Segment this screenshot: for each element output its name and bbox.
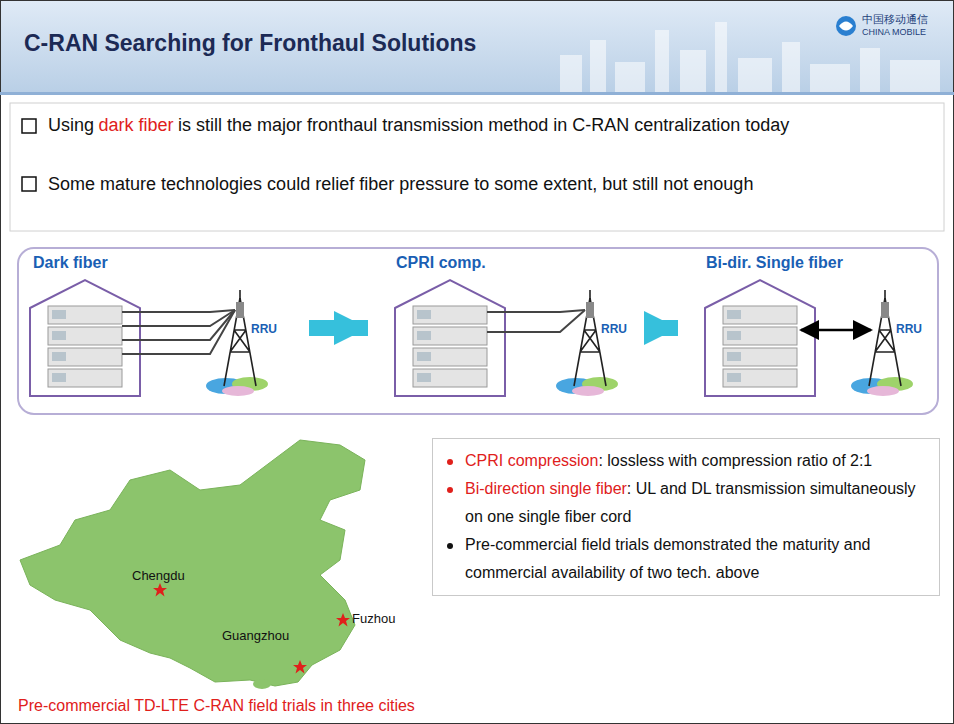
coverage-cell xyxy=(222,386,254,396)
bbu-unit xyxy=(723,306,797,324)
fiber-line xyxy=(487,310,585,332)
bullet-paragraph: Usingdark fiberis still the major fronth… xyxy=(48,111,928,140)
bbu-port xyxy=(52,310,66,319)
bbu-unit xyxy=(723,327,797,345)
bullet-text: Pre-commercial field trials demonstrated… xyxy=(465,536,871,581)
bbu-port xyxy=(417,373,431,382)
logo-text: CHINA MOBILE xyxy=(862,27,926,37)
rru-label: RRU xyxy=(251,322,277,336)
stage-box: Dark fiber xyxy=(25,254,303,402)
bullet-row: Pre-commercial field trials demonstrated… xyxy=(447,531,927,587)
rru-unit xyxy=(236,302,244,318)
bbu-port xyxy=(727,352,741,361)
bullet-text: is still the major fronthaul transmissio… xyxy=(178,115,789,135)
fiber-line xyxy=(487,310,585,312)
bullet-row: CPRI compression: lossless with compress… xyxy=(447,447,927,475)
fiber-line xyxy=(122,310,235,340)
bbu-unit xyxy=(48,348,122,366)
bullet-dot xyxy=(447,487,453,493)
slide-title: C-RAN Searching for Fronthaul Solutions xyxy=(24,30,476,57)
bbu-port xyxy=(417,310,431,319)
diagram-panel xyxy=(18,248,938,414)
china-map xyxy=(20,440,365,689)
transition-arrow xyxy=(662,320,678,336)
rru-label: RRU xyxy=(601,322,627,336)
bbu-port xyxy=(52,352,66,361)
text-panel: CPRI compression: lossless with compress… xyxy=(432,438,940,596)
bbu-unit xyxy=(413,306,487,324)
checkbox xyxy=(22,177,36,191)
rru-tower xyxy=(224,290,256,386)
map-caption: Pre-commercial TD-LTE C-RAN field trials… xyxy=(18,697,415,715)
logo-mark xyxy=(839,22,853,31)
transition-arrow xyxy=(309,320,368,336)
bbu-unit xyxy=(413,327,487,345)
bullet-text: Some mature technologies could relief fi… xyxy=(48,174,753,194)
bbu-unit xyxy=(48,327,122,345)
rru-unit xyxy=(586,302,594,318)
bbu-port xyxy=(727,331,741,340)
bbu-port xyxy=(52,373,66,382)
fiber-line xyxy=(122,310,235,354)
equipment-room xyxy=(395,280,505,396)
stage-heading: Bi-dir. Single fiber xyxy=(698,254,950,272)
coverage-cell xyxy=(572,386,604,396)
rru-tower xyxy=(574,290,606,386)
title-rule xyxy=(0,92,954,95)
bidirectional-fiber xyxy=(801,329,871,332)
checkbox xyxy=(22,119,36,133)
fiber-line xyxy=(122,310,235,312)
bullet-dot xyxy=(447,543,453,549)
bbu-port xyxy=(52,331,66,340)
logo-text: 中国移动通信 xyxy=(862,12,928,27)
highlight-text: Bi-direction single fiber xyxy=(465,480,627,497)
city-label: Guangzhou xyxy=(222,628,289,643)
bullet-text: Using xyxy=(48,115,94,135)
bbu-unit xyxy=(413,369,487,387)
bbu-unit xyxy=(723,348,797,366)
bbu-port xyxy=(727,373,741,382)
title-bar xyxy=(1,1,953,93)
fiber-line xyxy=(122,310,235,326)
stage-box: CPRI comp. xyxy=(388,254,656,402)
bullet-dot xyxy=(447,459,453,465)
city-star xyxy=(153,583,350,674)
highlight-text: CPRI compression xyxy=(465,452,598,469)
skyline xyxy=(560,22,940,93)
stage-box: Bi-dir. Single fiber xyxy=(698,254,950,402)
rru-label: RRU xyxy=(896,322,922,336)
rru-tower xyxy=(869,290,901,386)
city-label: Fuzhou xyxy=(352,611,395,626)
bbu-port xyxy=(417,352,431,361)
bbu-unit xyxy=(723,369,797,387)
stage-heading: Dark fiber xyxy=(25,254,303,272)
logo-mark xyxy=(836,16,856,36)
bullet-paragraph: Some mature technologies could relief fi… xyxy=(48,170,928,199)
equipment-room xyxy=(30,280,140,396)
bbu-unit xyxy=(48,369,122,387)
coverage-cell xyxy=(867,386,899,396)
rru-unit xyxy=(881,302,889,318)
highlight-text: dark fiber xyxy=(99,115,174,135)
bbu-unit xyxy=(413,348,487,366)
bullet-text: : lossless with compression ratio of 2:1 xyxy=(598,452,872,469)
bbu-port xyxy=(417,331,431,340)
bullet-frame xyxy=(10,103,944,231)
bbu-port xyxy=(727,310,741,319)
bbu-unit xyxy=(48,306,122,324)
city-label: Chengdu xyxy=(132,568,185,583)
stage-heading: CPRI comp. xyxy=(388,254,656,272)
equipment-room xyxy=(705,280,815,396)
bullet-row: Bi-direction single fiber: UL and DL tra… xyxy=(447,475,927,531)
